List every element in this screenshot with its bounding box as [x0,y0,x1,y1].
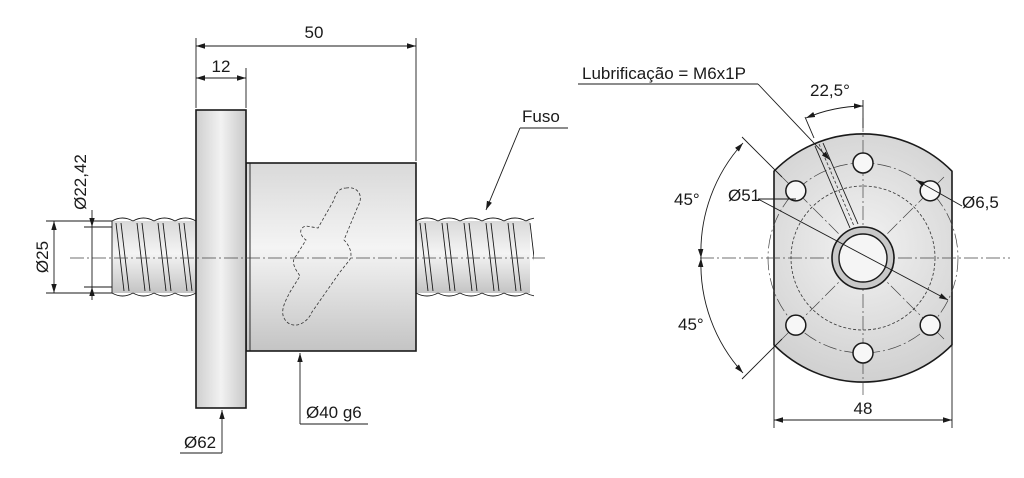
screw-shaft-left [111,217,198,297]
screw-diameter-label: Ø25 [33,241,52,273]
total-length-label: 50 [305,23,324,42]
dim-angle-hole: 22,5° [804,81,864,139]
flange [195,109,247,409]
bolt-circle-label: Ø51 [728,186,760,205]
mounting-holes [785,152,941,364]
lubrication-label: Lubrificação = M6x1P [582,64,746,83]
dim-thread-diameter: Ø22,42 [71,154,112,300]
dim-flange-width: 12 [196,57,247,108]
nut-body [245,162,417,352]
mounting-hole [852,342,874,364]
dim-angle-45: 45° 45° [674,136,783,380]
dim-hole-diameter: Ø6,5 [915,179,999,212]
fuso-label: Fuso [522,107,560,126]
mounting-hole [852,152,874,174]
bore-inner [838,233,888,283]
side-view: 50 12 Ø25 Ø22,42 Fuso [33,23,568,454]
fuso-callout: Fuso [485,107,568,211]
dim-screw-diameter: Ø25 [33,220,112,294]
body-diameter-callout: Ø40 g6 [297,353,368,425]
hole-diameter-label: Ø6,5 [962,193,999,212]
front-view: Lubrificação = M6x1P 22,5° 45° 45° Ø51 [578,64,1010,428]
screw-shaft-right [416,217,534,297]
flange-width-label: 12 [212,57,231,76]
mounting-hole [785,314,807,336]
flange-diameter-label: Ø62 [184,433,216,452]
lubrication-callout: Lubrificação = M6x1P [578,64,831,161]
dim-bolt-circle: Ø51 [728,186,949,301]
mounting-hole [919,314,941,336]
flange-diameter-callout: Ø62 [180,410,225,454]
mounting-hole [919,180,941,202]
mounting-hole [785,180,807,202]
angle-top-label: 45° [674,190,700,209]
angle-bottom-label: 45° [678,315,704,334]
hidden-return-slot [282,187,361,326]
dim-width: 48 [773,345,953,428]
body-diameter-label: Ø40 g6 [306,403,362,422]
dim-total-length: 50 [195,23,417,161]
thread-diameter-label: Ø22,42 [71,154,90,210]
width-label: 48 [854,399,873,418]
flange-outline [773,133,953,383]
angle-hole-label: 22,5° [810,81,850,100]
